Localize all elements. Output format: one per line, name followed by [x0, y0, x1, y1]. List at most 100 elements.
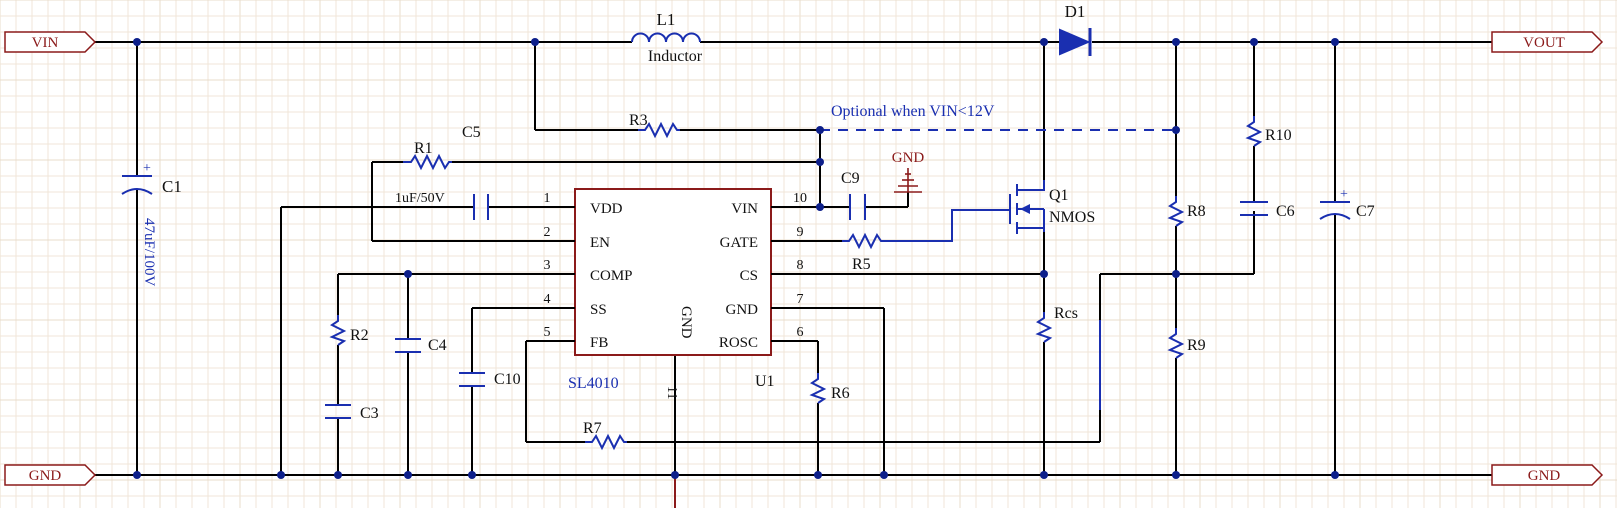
resistor-r6[interactable]: [809, 373, 827, 404]
r2-designator: R2: [350, 327, 369, 344]
c1-designator: C1: [162, 177, 182, 196]
junction-dot: [404, 270, 412, 278]
ic-pin-number: 1: [544, 191, 551, 206]
resistor-r7[interactable]: [585, 433, 627, 451]
port-vin-label: VIN: [32, 35, 59, 51]
port-gnd-left[interactable]: GND: [4, 464, 97, 486]
junction-dot: [1172, 471, 1180, 479]
junction-dot: [133, 38, 141, 46]
q1-type: NMOS: [1049, 209, 1095, 226]
gate-drive-wires: [884, 209, 1101, 410]
ic-pin-number: 6: [797, 325, 804, 340]
r9-designator: R9: [1187, 337, 1206, 354]
r10-designator: R10: [1265, 127, 1292, 144]
capacitor-c3[interactable]: [325, 404, 351, 419]
ic-gnd-pin-number: 11: [664, 386, 679, 399]
capacitor-c1[interactable]: +: [121, 161, 153, 195]
junction-dot: [531, 38, 539, 46]
ic-pin-name: SS: [590, 302, 607, 318]
junction-dot: [814, 471, 822, 479]
port-vin[interactable]: VIN: [4, 31, 97, 53]
mosfet-q1[interactable]: [1009, 180, 1045, 234]
capacitor-c10[interactable]: [459, 372, 485, 387]
junction-dot: [1040, 471, 1048, 479]
c7-designator: C7: [1356, 203, 1375, 220]
junction-dot: [277, 471, 285, 479]
junction-dot: [1331, 38, 1339, 46]
ic-pin-number: 9: [797, 225, 804, 240]
capacitor-c7[interactable]: +: [1319, 187, 1351, 220]
c3-designator: C3: [360, 405, 379, 422]
ic-pin-number: 2: [544, 225, 551, 240]
junction-dot: [880, 471, 888, 479]
wires: [95, 41, 1492, 476]
junction-dot: [1040, 270, 1048, 278]
port-vout[interactable]: VOUT: [1491, 31, 1604, 53]
junction-dot: [671, 471, 679, 479]
resistor-r9[interactable]: [1167, 328, 1185, 359]
r6-designator: R6: [831, 385, 850, 402]
r8-designator: R8: [1187, 203, 1206, 220]
port-vout-label: VOUT: [1523, 35, 1565, 51]
junction-dot: [816, 158, 824, 166]
resistor-r10[interactable]: [1245, 116, 1263, 147]
ic-pin-name: FB: [590, 335, 608, 351]
junction-dot: [1172, 270, 1180, 278]
c6-designator: C6: [1276, 203, 1295, 220]
junction-dot: [816, 203, 824, 211]
junction-dots: [133, 38, 1339, 479]
c4-designator: C4: [428, 337, 447, 354]
labels: L1 Inductor D1 C1 47uF/100V R3 Optional …: [141, 2, 1375, 437]
c10-designator: C10: [494, 371, 521, 388]
junction-dot: [404, 471, 412, 479]
port-gnd-right-label: GND: [1528, 468, 1561, 484]
r3-designator: R3: [629, 112, 648, 129]
resistor-r3[interactable]: [638, 121, 680, 139]
c1-value: 47uF/100V: [141, 218, 157, 287]
diode-d1[interactable]: [1059, 28, 1092, 56]
r1-designator: R1: [414, 140, 433, 157]
junction-dot: [133, 471, 141, 479]
ic-pin-number: 3: [544, 258, 551, 273]
resistor-r5[interactable]: [842, 232, 884, 250]
r5-designator: R5: [852, 256, 871, 273]
d1-designator: D1: [1065, 2, 1086, 21]
junction-dot: [334, 471, 342, 479]
q1-designator: Q1: [1049, 187, 1069, 204]
svg-text:+: +: [1340, 187, 1348, 202]
ic-pin-name: VIN: [731, 201, 758, 217]
capacitor-c9[interactable]: [849, 194, 866, 220]
junction-dot: [1331, 471, 1339, 479]
ic-designator: U1: [755, 373, 775, 390]
junction-dot: [816, 126, 824, 134]
c5-designator: C5: [462, 124, 481, 141]
ic-pin-name: VDD: [590, 201, 623, 217]
l1-value: Inductor: [648, 48, 703, 65]
rcs-designator: Rcs: [1054, 305, 1078, 322]
junction-dot: [1172, 38, 1180, 46]
capacitor-c5[interactable]: [473, 194, 489, 220]
gnd-symbol: [894, 168, 922, 193]
junction-dot: [1172, 126, 1180, 134]
resistor-rcs[interactable]: [1035, 312, 1053, 343]
ic-pin-number: 4: [544, 292, 551, 307]
ic-pin-name: COMP: [590, 268, 633, 284]
capacitor-c4[interactable]: [395, 338, 421, 353]
gnd-symbol-label: GND: [892, 150, 925, 166]
port-gnd-left-label: GND: [29, 468, 62, 484]
ic-u1-body[interactable]: [574, 188, 772, 356]
inductor-l1[interactable]: [631, 32, 701, 43]
junction-dot: [1250, 38, 1258, 46]
ic-pin-name: ROSC: [719, 335, 758, 351]
svg-text:+: +: [143, 161, 151, 176]
resistor-r2[interactable]: [329, 315, 347, 346]
ic-pin-number: 8: [797, 258, 804, 273]
ic-pin-number: 5: [544, 325, 551, 340]
ic-pin-name: GATE: [720, 235, 758, 251]
ic-gnd-label: GND: [678, 306, 694, 339]
port-gnd-right[interactable]: GND: [1491, 464, 1604, 486]
capacitor-c6[interactable]: [1240, 201, 1268, 216]
resistor-r8[interactable]: [1167, 196, 1185, 227]
resistor-r1[interactable]: [403, 153, 452, 171]
ic-pin-name: EN: [590, 235, 610, 251]
